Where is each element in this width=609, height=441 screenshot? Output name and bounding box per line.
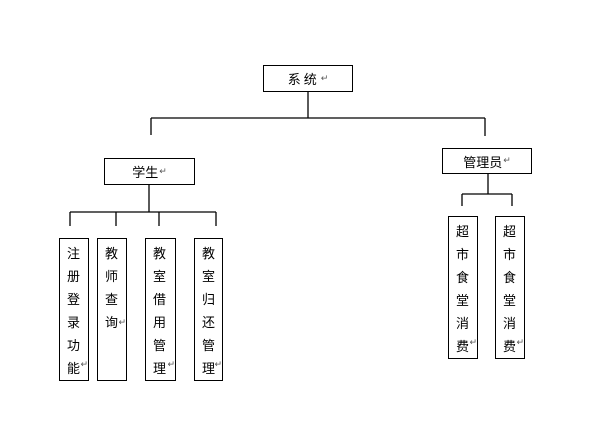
paragraph-mark-icon: ↵ bbox=[516, 338, 524, 348]
node-leaf-supermarket-canteen-1: 超 市 食 堂 消 费 ↵ bbox=[448, 216, 478, 359]
leaf-char: 室 bbox=[153, 270, 167, 285]
leaf-char: 堂 bbox=[503, 294, 517, 309]
leaf-char: 录 bbox=[67, 316, 81, 331]
leaf-char: 费 bbox=[503, 340, 517, 355]
leaf-char: 能 bbox=[67, 362, 81, 377]
leaf-char: 功 bbox=[67, 339, 81, 354]
leaf-char: 用 bbox=[153, 316, 167, 331]
leaf-char: 归 bbox=[202, 293, 216, 308]
paragraph-mark-icon: ↵ bbox=[167, 360, 175, 370]
paragraph-mark-icon: ↵ bbox=[118, 318, 126, 328]
leaf-char: 食 bbox=[456, 271, 470, 286]
leaf-char: 管 bbox=[202, 339, 216, 354]
node-leaf-teacher-query: 教 师 查 询 ↵ bbox=[97, 238, 127, 381]
leaf-char: 注 bbox=[67, 247, 81, 262]
node-root: 系统↵ bbox=[263, 65, 353, 92]
node-student: 学生↵ bbox=[104, 158, 195, 185]
paragraph-mark-icon: ↵ bbox=[159, 166, 167, 177]
paragraph-mark-icon: ↵ bbox=[80, 360, 88, 370]
leaf-char: 市 bbox=[456, 248, 470, 263]
leaf-char: 费 bbox=[456, 340, 470, 355]
node-root-label: 系统 bbox=[287, 73, 320, 88]
paragraph-mark-icon: ↵ bbox=[503, 156, 511, 166]
leaf-char: 市 bbox=[503, 248, 517, 263]
paragraph-mark-icon: ↵ bbox=[469, 338, 477, 348]
leaf-char: 消 bbox=[456, 317, 470, 332]
node-student-label: 学生 bbox=[132, 166, 159, 181]
leaf-char: 堂 bbox=[456, 294, 470, 309]
leaf-char: 超 bbox=[503, 225, 517, 240]
node-admin: 管理员↵ bbox=[442, 148, 532, 174]
leaf-char: 登 bbox=[67, 293, 81, 308]
leaf-char: 理 bbox=[202, 362, 216, 377]
leaf-char: 理 bbox=[153, 362, 167, 377]
leaf-char: 教 bbox=[202, 247, 216, 262]
node-leaf-supermarket-canteen-2: 超 市 食 堂 消 费 ↵ bbox=[495, 216, 525, 359]
leaf-char: 食 bbox=[503, 271, 517, 286]
leaf-char: 师 bbox=[105, 270, 119, 285]
node-leaf-classroom-borrow: 教 室 借 用 管 理 ↵ bbox=[145, 238, 176, 381]
leaf-char: 教 bbox=[153, 247, 167, 262]
node-leaf-classroom-return: 教 室 归 还 管 理 ↵ bbox=[194, 238, 223, 381]
leaf-char: 教 bbox=[105, 247, 119, 262]
paragraph-mark-icon: ↵ bbox=[214, 360, 222, 370]
leaf-char: 询 bbox=[105, 316, 119, 331]
leaf-char: 消 bbox=[503, 317, 517, 332]
leaf-char: 查 bbox=[105, 293, 119, 308]
node-admin-label: 管理员 bbox=[463, 155, 503, 171]
paragraph-mark-icon: ↵ bbox=[320, 73, 329, 84]
leaf-char: 室 bbox=[202, 270, 216, 285]
leaf-char: 超 bbox=[456, 225, 470, 240]
leaf-char: 还 bbox=[202, 316, 216, 331]
node-leaf-register-login: 注 册 登 录 功 能 ↵ bbox=[59, 238, 89, 381]
leaf-char: 册 bbox=[67, 270, 81, 285]
leaf-char: 管 bbox=[153, 339, 167, 354]
leaf-char: 借 bbox=[153, 293, 167, 308]
